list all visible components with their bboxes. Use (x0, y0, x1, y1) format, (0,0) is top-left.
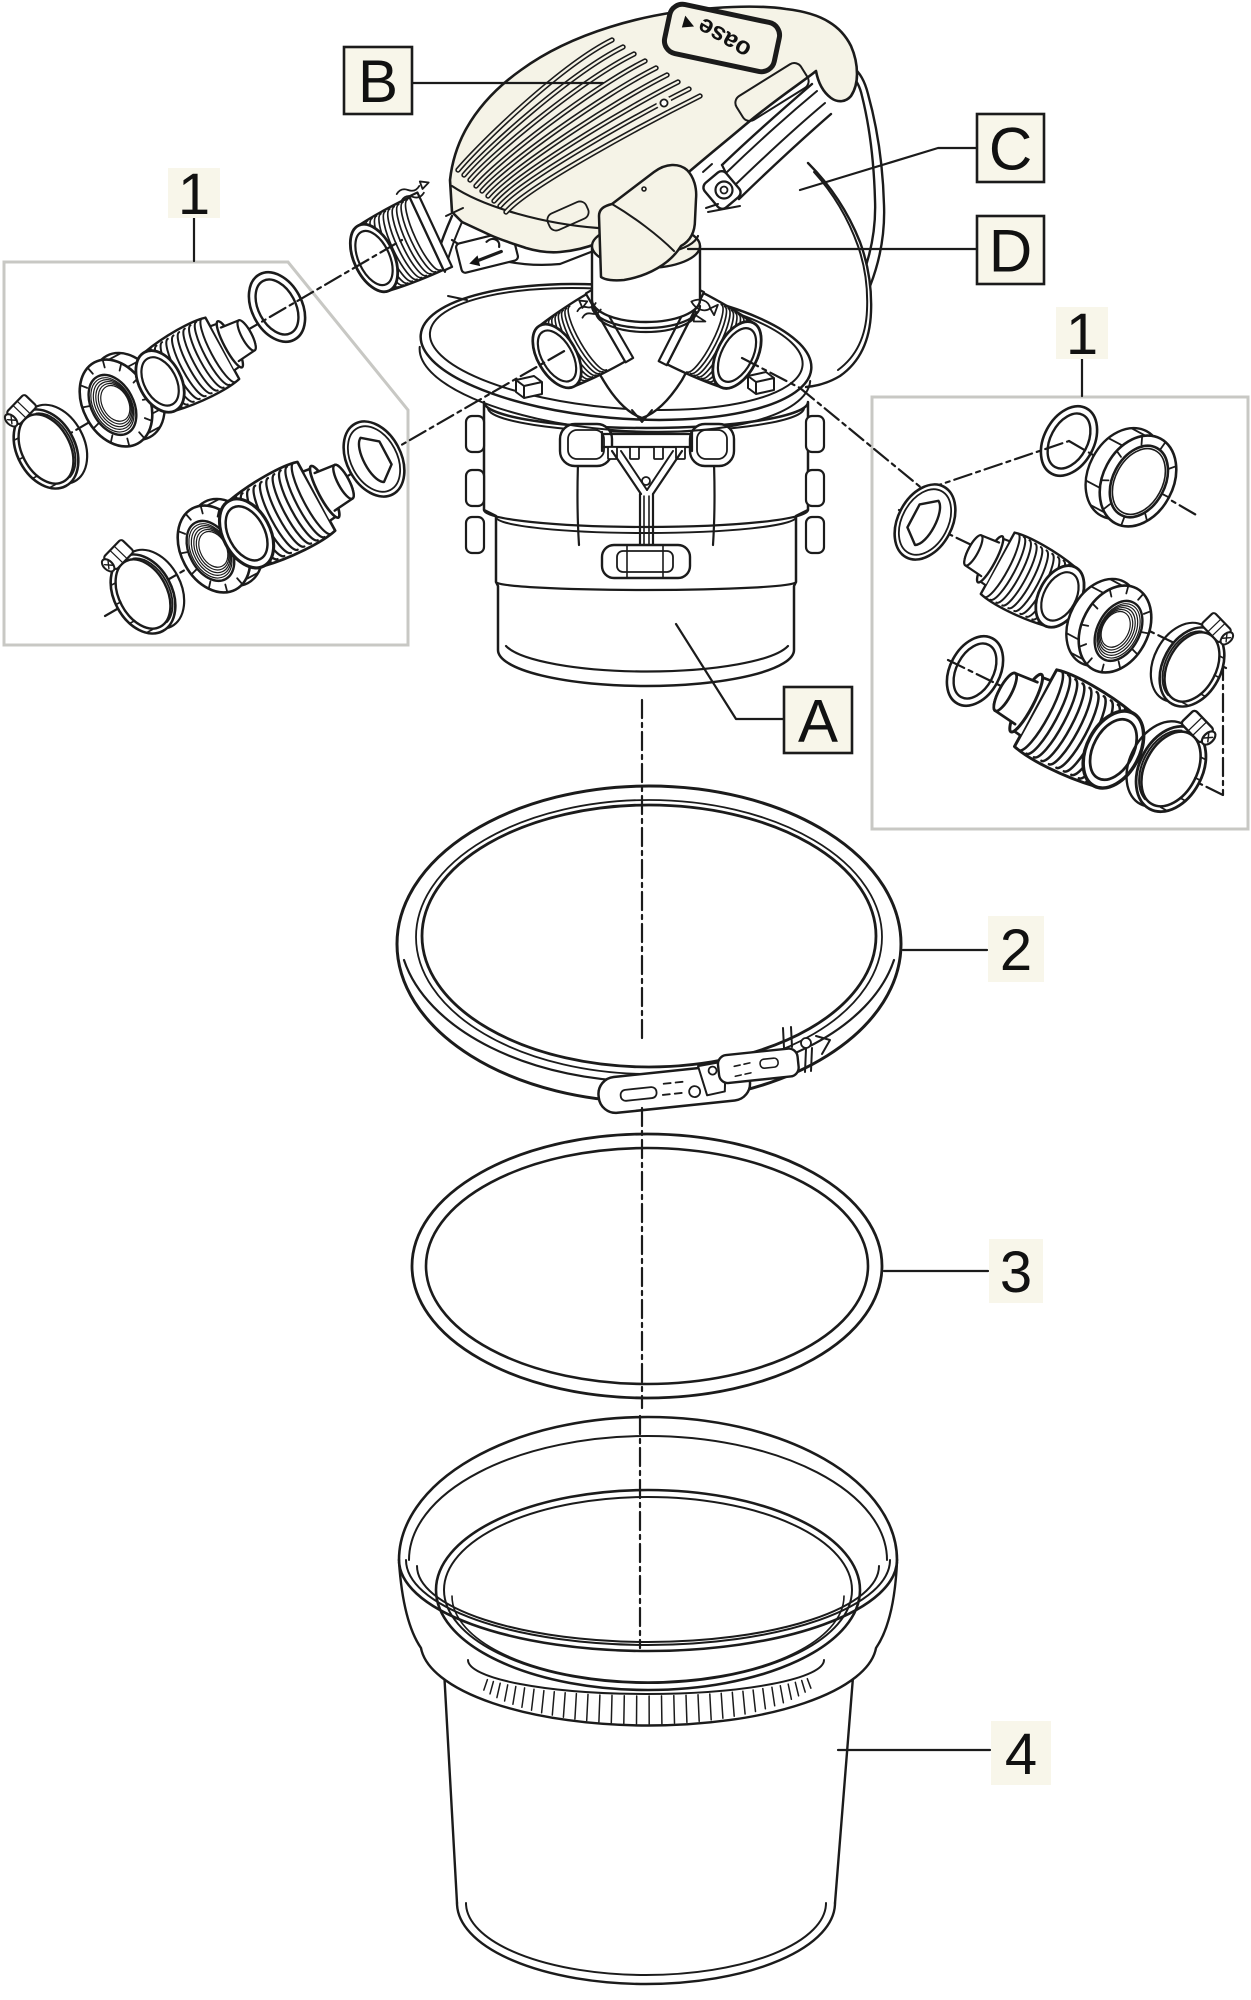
svg-text:2: 2 (1000, 918, 1032, 983)
svg-text:1: 1 (178, 162, 210, 227)
svg-text:1: 1 (1066, 302, 1098, 367)
svg-text:C: C (989, 116, 1032, 183)
svg-text:D: D (989, 218, 1032, 285)
svg-text:A: A (798, 688, 838, 755)
svg-text:B: B (358, 48, 398, 115)
svg-text:3: 3 (1000, 1240, 1032, 1305)
svg-text:4: 4 (1005, 1722, 1037, 1787)
